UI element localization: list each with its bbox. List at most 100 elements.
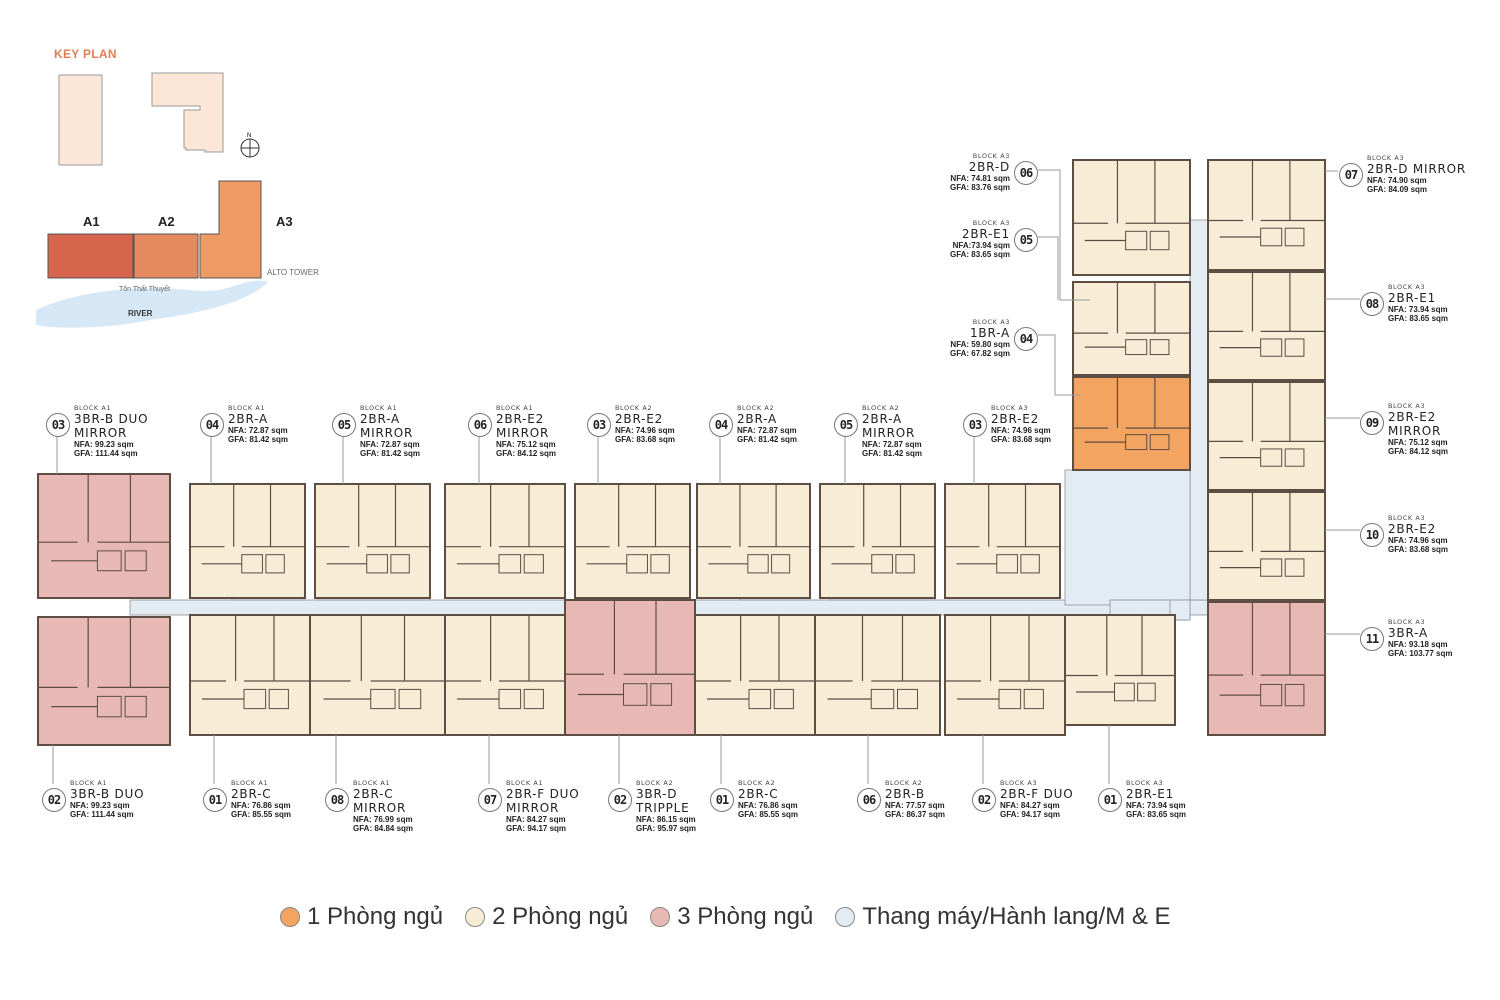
block-name: BLOCK A3 bbox=[972, 318, 1010, 326]
unit-type-variant: MIRROR bbox=[353, 801, 407, 815]
block-name: BLOCK A2 bbox=[737, 404, 775, 412]
block-name: BLOCK A3 bbox=[1367, 154, 1405, 162]
unit-a1-06[interactable] bbox=[444, 483, 566, 599]
unit-a2-04[interactable] bbox=[696, 483, 811, 599]
unit-number-badge: 07 bbox=[478, 788, 502, 812]
unit-a1-08[interactable] bbox=[309, 614, 446, 736]
unit-type: 3BR-A bbox=[1388, 626, 1428, 640]
nfa-value: NFA: 76.99 sqm bbox=[353, 815, 413, 824]
nfa-value: NFA: 74.96 sqm bbox=[1388, 536, 1448, 545]
gfa-value: GFA: 95.97 sqm bbox=[636, 824, 697, 833]
alto-tower-label: ALTO TOWER bbox=[267, 268, 319, 277]
nfa-value: NFA: 86.15 sqm bbox=[636, 815, 696, 824]
unit-number-badge: 02 bbox=[972, 788, 996, 812]
block-name: BLOCK A3 bbox=[972, 219, 1010, 227]
gfa-value: GFA: 83.65 sqm bbox=[1126, 810, 1187, 819]
unit-type-variant: MIRROR bbox=[862, 426, 916, 440]
unit-a3-04[interactable] bbox=[1072, 376, 1191, 471]
nfa-value: NFA: 72.87 sqm bbox=[737, 426, 797, 435]
unit-a3-11[interactable] bbox=[1207, 601, 1326, 736]
core-area bbox=[1064, 469, 1191, 606]
unit-a3-08[interactable] bbox=[1207, 271, 1326, 381]
unit-number-badge: 04 bbox=[200, 413, 224, 437]
unit-a2-06[interactable] bbox=[814, 614, 941, 736]
unit-number-badge: 06 bbox=[1014, 161, 1038, 185]
legend-swatch bbox=[465, 907, 486, 927]
unit-a3-07[interactable] bbox=[1207, 159, 1326, 271]
block-name: BLOCK A3 bbox=[1126, 779, 1164, 787]
nfa-value: NFA: 74.81 sqm bbox=[950, 174, 1010, 183]
gfa-value: GFA: 83.68 sqm bbox=[991, 435, 1052, 444]
unit-a3-01[interactable] bbox=[1064, 614, 1176, 726]
unit-type: 2BR-D MIRROR bbox=[1367, 162, 1467, 176]
unit-a3-05[interactable] bbox=[1072, 281, 1191, 376]
unit-number-badge: 07 bbox=[1339, 163, 1363, 187]
unit-type-variant: MIRROR bbox=[506, 801, 560, 815]
unit-number-badge: 03 bbox=[963, 413, 987, 437]
nfa-value: NFA: 73.94 sqm bbox=[1126, 801, 1186, 810]
nfa-value: NFA: 76.86 sqm bbox=[738, 801, 798, 810]
unit-a1-02[interactable] bbox=[37, 616, 171, 746]
unit-a1-07[interactable] bbox=[444, 614, 566, 736]
unit-type: 2BR-A bbox=[360, 412, 400, 426]
gfa-value: GFA: 85.55 sqm bbox=[738, 810, 799, 819]
gfa-value: GFA: 94.17 sqm bbox=[506, 824, 567, 833]
unit-a2-02[interactable] bbox=[564, 599, 696, 736]
unit-type-variant: MIRROR bbox=[74, 426, 128, 440]
key-plan-title: KEY PLAN bbox=[54, 47, 117, 61]
street-label: Tôn Thất Thuyết bbox=[119, 286, 171, 293]
leader-line bbox=[1038, 236, 1059, 300]
nfa-value: NFA: 93.18 sqm bbox=[1388, 640, 1448, 649]
nfa-value: NFA: 99.23 sqm bbox=[74, 440, 134, 449]
unit-type: 2BR-E2 bbox=[496, 412, 545, 426]
river-shape bbox=[36, 280, 268, 328]
nfa-value: NFA: 75.12 sqm bbox=[1388, 438, 1448, 447]
leader-lines bbox=[52, 169, 1360, 784]
unit-a3-09[interactable] bbox=[1207, 381, 1326, 491]
unit-a3-06[interactable] bbox=[1072, 159, 1191, 276]
legend-swatch bbox=[650, 907, 671, 927]
unit-number-badge: 01 bbox=[203, 788, 227, 812]
unit-type: 1BR-A bbox=[970, 326, 1010, 340]
legend-swatch bbox=[835, 907, 856, 927]
block-name: BLOCK A2 bbox=[862, 404, 900, 412]
unit-a2-05[interactable] bbox=[819, 483, 936, 599]
nfa-value: NFA: 84.27 sqm bbox=[1000, 801, 1060, 810]
unit-type: 2BR-E1 bbox=[1388, 291, 1437, 305]
unit-a2-03[interactable] bbox=[574, 483, 691, 599]
block-name: BLOCK A1 bbox=[353, 779, 391, 787]
unit-a1-04[interactable] bbox=[189, 483, 306, 599]
unit-number-badge: 11 bbox=[1360, 627, 1384, 651]
unit-a3-02[interactable] bbox=[944, 614, 1066, 736]
unit-a1-05[interactable] bbox=[314, 483, 431, 599]
legend: 1 Phòng ngủ 2 Phòng ngủ 3 Phòng ngủ Than… bbox=[280, 903, 1171, 931]
unit-type: 2BR-C bbox=[738, 787, 779, 801]
legend-item-2br: 2 Phòng ngủ bbox=[465, 903, 628, 931]
block-name: BLOCK A3 bbox=[991, 404, 1029, 412]
unit-type: 2BR-F DUO bbox=[506, 787, 580, 801]
unit-type: 2BR-E1 bbox=[961, 227, 1010, 241]
unit-a3-03[interactable] bbox=[944, 483, 1061, 599]
unit-a2-01[interactable] bbox=[694, 614, 816, 736]
unit-number-badge: 05 bbox=[332, 413, 356, 437]
apartment-units bbox=[37, 159, 1326, 746]
unit-a1-01[interactable] bbox=[189, 614, 311, 736]
legend-item-1br: 1 Phòng ngủ bbox=[280, 903, 443, 931]
nfa-value: NFA: 84.27 sqm bbox=[506, 815, 566, 824]
unit-a3-10[interactable] bbox=[1207, 491, 1326, 601]
legend-swatch bbox=[280, 907, 300, 927]
unit-a1-03[interactable] bbox=[37, 473, 171, 599]
